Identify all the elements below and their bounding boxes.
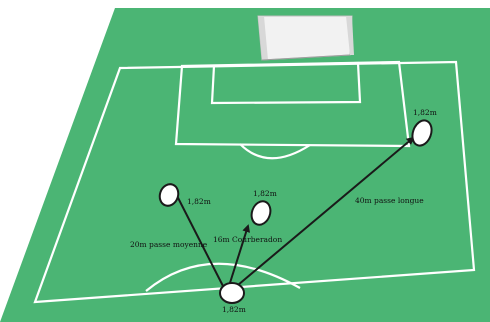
player-height-right: 1,82m xyxy=(413,108,437,117)
goal-area xyxy=(210,61,362,105)
player-marker-right xyxy=(411,119,433,147)
player-marker-center xyxy=(250,200,272,226)
pass-arrows xyxy=(171,136,415,289)
pass-arrow-right xyxy=(237,136,415,286)
player-height-left: 1,82m xyxy=(187,197,211,206)
players xyxy=(158,119,433,304)
player-height-center: 1,82m xyxy=(253,189,277,198)
player-marker-origin xyxy=(219,282,245,304)
player-marker-left xyxy=(158,183,180,207)
pass-arrow-center xyxy=(228,224,251,287)
penalty-arc xyxy=(239,143,311,160)
center-circle-arc xyxy=(145,262,301,292)
pitch-markings xyxy=(33,60,476,304)
pass-label-right: 40m passe longue xyxy=(355,196,424,205)
pass-arrow-left xyxy=(171,184,225,289)
pitch-surface xyxy=(0,8,490,322)
player-height-origin: 1,82m xyxy=(222,305,246,314)
goal xyxy=(257,15,354,61)
pass-label-center: 16m Courberadon xyxy=(213,235,282,244)
pass-label-left: 20m passe moyenne xyxy=(130,240,208,249)
